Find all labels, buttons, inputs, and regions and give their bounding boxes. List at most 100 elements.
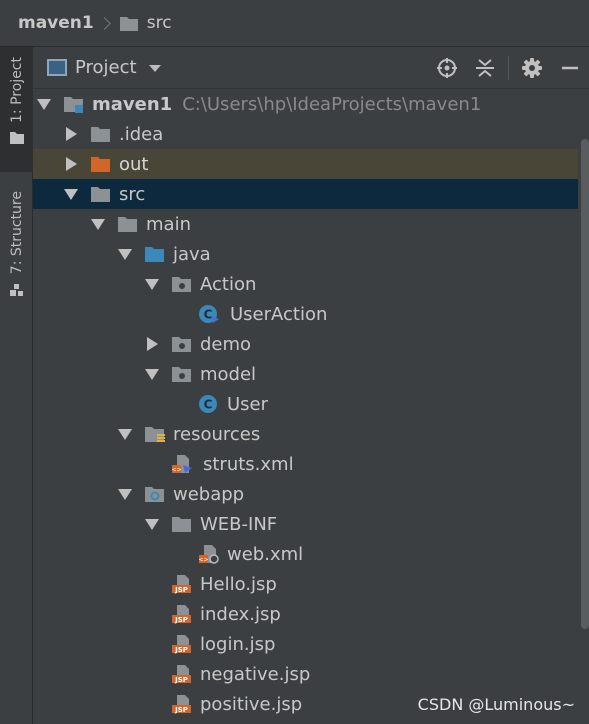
tree-node-label: .idea (119, 123, 164, 145)
panel-toolbar (428, 47, 589, 89)
structure-icon (9, 284, 23, 297)
tree-node-hello-jsp[interactable]: JSP Hello.jsp (33, 569, 578, 599)
jsp-icon: JSP (172, 635, 191, 654)
expand-arrow-icon[interactable] (63, 186, 79, 202)
expand-arrow-icon[interactable] (36, 96, 52, 112)
folder-icon (91, 127, 110, 142)
tab-project[interactable]: 1: Project (0, 47, 33, 172)
tree-node-positive-jsp[interactable]: JSP positive.jsp (33, 689, 578, 719)
watermark: CSDN @Luminous~ (417, 695, 575, 714)
expand-arrow-icon[interactable] (144, 276, 160, 292)
tree-node-resources[interactable]: resources (33, 419, 578, 449)
hide-panel-button[interactable] (551, 47, 589, 89)
settings-button[interactable] (513, 47, 551, 89)
tree-node-label: WEB-INF (200, 513, 278, 535)
tree-node-out[interactable]: out (33, 149, 578, 179)
chevron-down-icon[interactable] (148, 65, 161, 72)
jsp-icon: JSP (172, 695, 191, 714)
project-panel: Project (33, 47, 589, 724)
tree-node-label: java (173, 243, 211, 265)
struts-class-icon: C (199, 305, 219, 323)
tree-node-label: negative.jsp (200, 663, 311, 685)
package-icon (172, 277, 191, 292)
package-icon (172, 367, 191, 382)
tree-node-label: positive.jsp (200, 693, 303, 715)
navigation-bar: maven1 src (0, 0, 589, 47)
tree-node-webapp[interactable]: webapp (33, 479, 578, 509)
minimize-icon (562, 66, 578, 70)
expand-arrow-icon[interactable] (144, 336, 160, 352)
tree-node-useraction[interactable]: C UserAction (33, 299, 578, 329)
locate-button[interactable] (428, 47, 466, 89)
tree-node-idea[interactable]: .idea (33, 119, 578, 149)
svg-text:JSP: JSP (174, 706, 188, 714)
folder-icon (91, 187, 110, 202)
nav-separator-icon (97, 16, 111, 30)
tree-node-label: login.jsp (200, 633, 276, 655)
svg-text:JSP: JSP (174, 616, 188, 624)
tree-node-label: webapp (173, 483, 245, 505)
expand-arrow-icon[interactable] (144, 366, 160, 382)
tree-node-model[interactable]: model (33, 359, 578, 389)
tree-node-main[interactable]: main (33, 209, 578, 239)
project-view-icon (47, 59, 67, 76)
tree-node-label: main (146, 213, 191, 235)
svg-text:JSP: JSP (174, 676, 188, 684)
svg-text:C: C (204, 308, 213, 322)
expand-arrow-icon[interactable] (117, 246, 133, 262)
tree-node-login-jsp[interactable]: JSP login.jsp (33, 629, 578, 659)
panel-title[interactable]: Project (75, 57, 137, 78)
tab-project-label: 1: Project (8, 57, 25, 123)
tree-node-action[interactable]: Action (33, 269, 578, 299)
tree-node-negative-jsp[interactable]: JSP negative.jsp (33, 659, 578, 689)
expand-arrow-icon[interactable] (63, 126, 79, 142)
package-icon (172, 337, 191, 352)
resources-folder-icon (145, 427, 165, 442)
class-icon: C (199, 395, 217, 413)
jsp-icon: JSP (172, 575, 191, 594)
expand-arrow-icon[interactable] (90, 216, 106, 232)
expand-arrow-icon[interactable] (63, 156, 79, 172)
expand-arrow-icon[interactable] (117, 426, 133, 442)
tree-node-demo[interactable]: demo (33, 329, 578, 359)
tool-window-strip: 1: Project 7: Structure (0, 47, 33, 724)
folder-icon (9, 131, 24, 144)
collapse-all-button[interactable] (466, 47, 504, 89)
struts-xml-icon: <> (171, 455, 192, 474)
tree-node-web-inf[interactable]: WEB-INF (33, 509, 578, 539)
tree-node-label: index.jsp (200, 603, 281, 625)
tab-structure[interactable]: 7: Structure (0, 185, 33, 305)
tree-node-index-jsp[interactable]: JSP index.jsp (33, 599, 578, 629)
module-folder-icon (64, 97, 83, 113)
toolbar-divider (508, 56, 509, 80)
tree-node-struts-xml[interactable]: <> struts.xml (33, 449, 578, 479)
tree-node-web-xml[interactable]: <> web.xml (33, 539, 578, 569)
folder-icon (118, 217, 137, 232)
tree-node-label: UserAction (230, 303, 328, 325)
tree-node-label: resources (173, 423, 261, 445)
tree-node-label: User (227, 393, 269, 415)
nav-current-folder[interactable]: src (146, 13, 172, 33)
nav-root-project[interactable]: maven1 (18, 13, 94, 33)
project-path: C:\Users\hp\IdeaProjects\maven1 (182, 93, 482, 115)
tree-node-label: struts.xml (203, 453, 294, 475)
expand-arrow-icon[interactable] (144, 516, 160, 532)
excluded-folder-icon (91, 157, 110, 172)
svg-text:JSP: JSP (174, 646, 188, 654)
tree-node-label: src (119, 183, 146, 205)
tree-node-src[interactable]: src (33, 179, 578, 209)
tree-node-label: out (119, 153, 149, 175)
vertical-scrollbar[interactable] (581, 139, 589, 629)
tree-node-java[interactable]: java (33, 239, 578, 269)
locate-icon (437, 58, 457, 78)
tab-structure-label: 7: Structure (8, 191, 25, 275)
tree-node-label: Action (200, 273, 257, 295)
tree-node-user[interactable]: C User (33, 389, 578, 419)
gear-icon (522, 58, 542, 78)
svg-text:<>: <> (198, 557, 208, 564)
tree-node-label: web.xml (227, 543, 304, 565)
expand-arrow-icon[interactable] (117, 486, 133, 502)
collapse-icon (476, 59, 494, 77)
